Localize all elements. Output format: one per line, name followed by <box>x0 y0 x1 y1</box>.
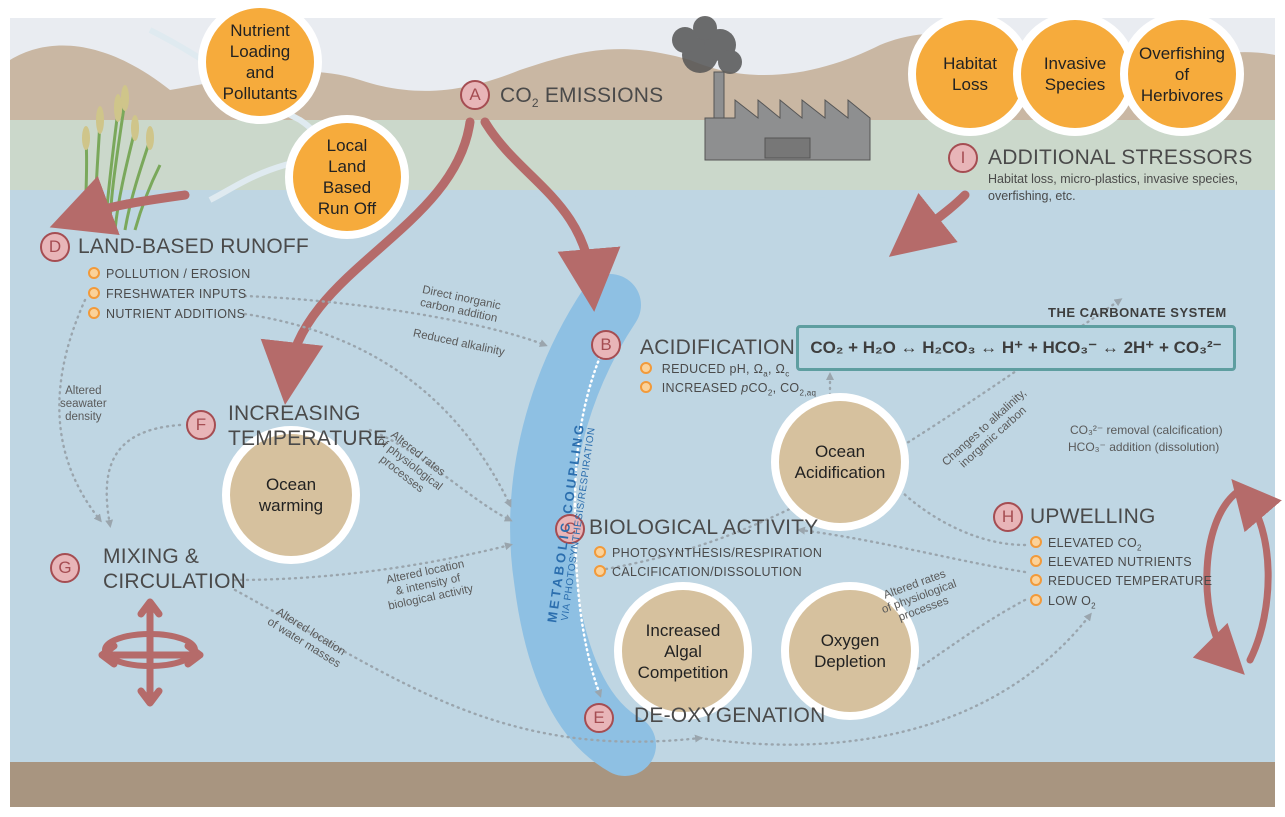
metabolic-coupling-band <box>510 274 656 776</box>
acidification-item: REDUCED pH, Ωa, Ωc <box>640 362 790 379</box>
note-hco3-addition: HCO₃⁻ addition (dissolution) <box>1068 440 1220 454</box>
acidification-item: INCREASED pCO2, CO2,aq <box>640 381 816 398</box>
biological-activity-title: BIOLOGICAL ACTIVITY <box>589 516 819 539</box>
carbonate-equation: CO₂ + H₂O ↔ H₂CO₃ ↔ H⁺ + HCO₃⁻ ↔ 2H⁺ + C… <box>810 338 1222 357</box>
algal-competition-circle: Increased Algal Competition <box>614 582 752 720</box>
node-letter-c: C <box>555 514 585 544</box>
node-letter-g: G <box>50 553 80 583</box>
node-letter-h: H <box>993 502 1023 532</box>
node-letter-d: D <box>40 232 70 262</box>
land-runoff-item: NUTRIENT ADDITIONS <box>88 307 245 321</box>
land-runoff-item: FRESHWATER INPUTS <box>88 287 247 301</box>
upwelling-item: LOW O2 <box>1030 594 1096 611</box>
node-letter-e: E <box>584 703 614 733</box>
node-letter-a: A <box>460 80 490 110</box>
invasive-species-circle: Invasive Species <box>1013 12 1137 136</box>
overfishing-circle: Overfishing of Herbivores <box>1120 12 1244 136</box>
upwelling-item: ELEVATED CO2 <box>1030 536 1142 553</box>
acidification-title: ACIDIFICATION <box>640 336 796 359</box>
additional-stressors-desc-2: overfishing, etc. <box>988 189 1076 203</box>
upwelling-title: UPWELLING <box>1030 505 1156 528</box>
deoxygenation-title: DE-OXYGENATION <box>634 704 826 727</box>
land-runoff-item: POLLUTION / EROSION <box>88 267 251 281</box>
smoke <box>672 16 742 74</box>
mixing-arrows-icon <box>98 598 204 707</box>
mixing-title-line2: CIRCULATION <box>103 570 246 593</box>
upwelling-item: REDUCED TEMPERATURE <box>1030 574 1212 588</box>
upwelling-item: ELEVATED NUTRIENTS <box>1030 555 1192 569</box>
local-runoff-circle: Local Land Based Run Off <box>285 115 409 239</box>
note-co3-removal: CO₃²⁻ removal (calcification) <box>1070 423 1223 437</box>
carbonate-equation-box: CO₂ + H₂O ↔ H₂CO₃ ↔ H⁺ + HCO₃⁻ ↔ 2H⁺ + C… <box>796 325 1236 371</box>
temperature-title-line2: TEMPERATURE <box>228 427 388 450</box>
carbonate-title: THE CARBONATE SYSTEM <box>1048 305 1227 320</box>
node-letter-f: F <box>186 410 216 440</box>
additional-stressors-title: ADDITIONAL STRESSORS <box>988 146 1253 169</box>
ocean-warming-circle: Ocean warming <box>222 426 360 564</box>
nutrient-loading-circle: Nutrient Loading and Pollutants <box>198 0 322 124</box>
node-letter-i: I <box>948 143 978 173</box>
biological-activity-item: PHOTOSYNTHESIS/RESPIRATION <box>594 546 822 560</box>
ocean-acidification-circle: Ocean Acidification <box>771 393 909 531</box>
co2-emissions-title: CO2 EMISSIONS <box>500 84 664 111</box>
additional-stressors-desc-1: Habitat loss, micro-plastics, invasive s… <box>988 172 1239 186</box>
oxygen-depletion-circle: Oxygen Depletion <box>781 582 919 720</box>
node-letter-b: B <box>591 330 621 360</box>
factory <box>704 71 871 161</box>
mixing-title-line1: MIXING & <box>103 545 200 568</box>
biological-activity-item: CALCIFICATION/DISSOLUTION <box>594 565 802 579</box>
land-runoff-title: LAND-BASED RUNOFF <box>78 235 309 258</box>
temperature-title-line1: INCREASING <box>228 402 361 425</box>
